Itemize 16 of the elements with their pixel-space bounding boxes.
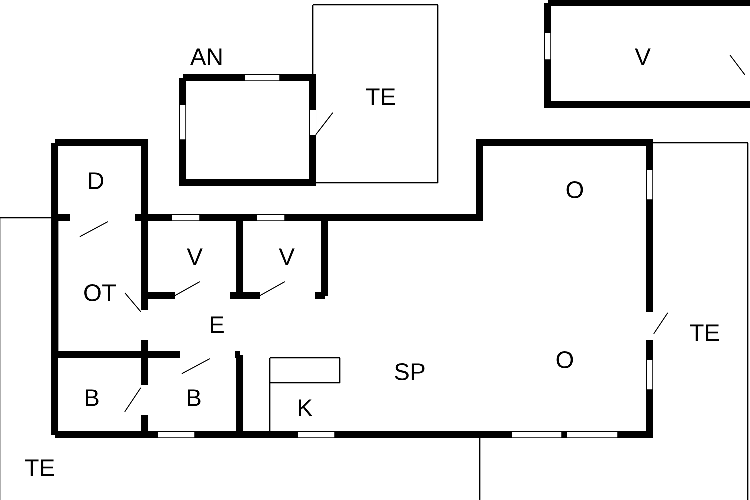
room-label: B — [188, 390, 201, 406]
room-label: TE — [25, 460, 54, 476]
room-label: V — [187, 248, 203, 266]
room-label: B — [86, 390, 99, 406]
room-label: E — [211, 316, 224, 334]
room-label: V — [279, 248, 295, 266]
room-label: O — [566, 182, 584, 198]
room-label: K — [299, 400, 313, 416]
room-label: OT — [84, 284, 116, 302]
room-label: TE — [690, 324, 720, 342]
room-label: D — [89, 172, 104, 190]
room-label: TE — [366, 88, 396, 106]
room-label: SP — [395, 364, 425, 380]
room-label: AN — [190, 48, 222, 66]
room-label: V — [635, 48, 651, 66]
room-label: O — [556, 352, 574, 368]
